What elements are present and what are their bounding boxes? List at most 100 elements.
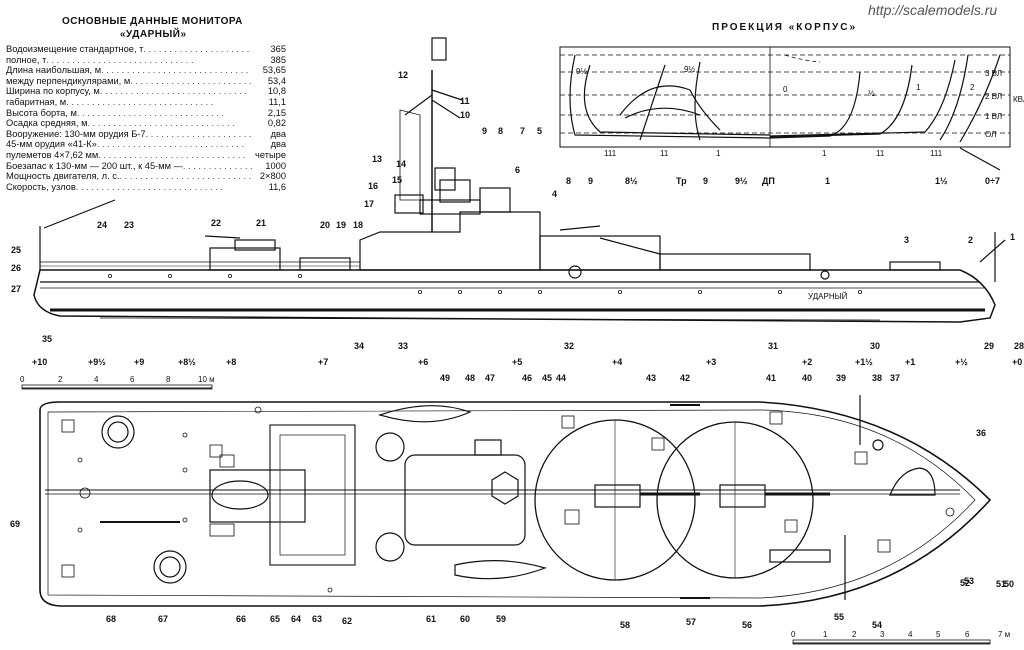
station-mark: +10 bbox=[32, 357, 47, 367]
plan-view-callout: 54 bbox=[872, 620, 882, 630]
side-view-callout: 23 bbox=[124, 220, 134, 230]
specs-title: ОСНОВНЫЕ ДАННЫЕ МОНИТОРА bbox=[62, 16, 243, 27]
plan-view-callout: 48 bbox=[465, 373, 475, 383]
station-mark: +6 bbox=[418, 357, 428, 367]
body-plan-station: 1½ bbox=[935, 176, 948, 186]
body-plan-section-label: 11 bbox=[876, 149, 885, 158]
station-mark: +9 bbox=[134, 357, 144, 367]
side-view-callout: 20 bbox=[320, 220, 330, 230]
station-mark: +8½ bbox=[178, 357, 196, 367]
side-view-callout: 10 bbox=[460, 110, 470, 120]
side-view-callout: 17 bbox=[364, 199, 374, 209]
body-plan-station: 9½ bbox=[735, 176, 748, 186]
spec-value: 0,82 bbox=[267, 118, 286, 129]
station-mark: +8 bbox=[226, 357, 236, 367]
plan-view-callout: 61 bbox=[426, 614, 436, 624]
spec-leader: . . . . . . . . . . . . . . . . . . . . … bbox=[75, 181, 223, 192]
spec-row: Водоизмещение стандартное, т . . . . . .… bbox=[6, 44, 286, 55]
spec-row: Длина наибольшая, м . . . . . . . . . . … bbox=[6, 65, 286, 76]
scale-bottom-label: 0 bbox=[791, 630, 796, 639]
scale-top-label: 6 bbox=[130, 375, 135, 384]
spec-value: 11,1 bbox=[268, 96, 286, 107]
plan-view-callout: 44 bbox=[556, 373, 566, 383]
plan-view-callout: 67 bbox=[158, 614, 168, 624]
spec-leader: . . . . . . . . . . . . . . . . . . . . … bbox=[130, 75, 252, 86]
spec-row: Осадка средняя, м . . . . . . . . . . . … bbox=[6, 118, 286, 129]
spec-label: Водоизмещение стандартное, т bbox=[6, 44, 144, 54]
body-plan bbox=[559, 46, 1011, 171]
plan-view-callout: 43 bbox=[646, 373, 656, 383]
station-mark: +0 bbox=[1012, 357, 1022, 367]
side-view-callout: 21 bbox=[256, 218, 266, 228]
spec-row: Высота борта, м . . . . . . . . . . . . … bbox=[6, 108, 286, 119]
plan-view-callout: 66 bbox=[236, 614, 246, 624]
side-view-callout: 34 bbox=[354, 341, 364, 351]
body-plan-station: 9 bbox=[703, 176, 708, 186]
plan-view-callout: 40 bbox=[802, 373, 812, 383]
specs-subtitle: «УДАРНЫЙ» bbox=[120, 29, 187, 40]
spec-leader: . . . . . . . . . . . . . . . . . . . . … bbox=[46, 54, 194, 65]
scale-bottom-label: 3 bbox=[880, 630, 885, 639]
body-plan-station: Тр bbox=[676, 176, 687, 186]
station-mark: +7 bbox=[318, 357, 328, 367]
plan-view-callout: 49 bbox=[440, 373, 450, 383]
side-view-callout: 16 bbox=[368, 181, 378, 191]
specs-table: Водоизмещение стандартное, т . . . . . .… bbox=[6, 44, 286, 192]
watermark-url: http://scalemodels.ru bbox=[868, 2, 998, 18]
body-plan-section-label: 1 bbox=[822, 149, 827, 158]
spec-leader: . . . . . . . . . . . . . . . . . . . . … bbox=[145, 128, 252, 139]
side-view-callout: 27 bbox=[11, 284, 21, 294]
scale-bottom-label: 7 м bbox=[998, 630, 1010, 639]
scale-top-label: 4 bbox=[94, 375, 99, 384]
body-plan-station: ДП bbox=[762, 176, 775, 186]
scale-bar-top bbox=[21, 384, 213, 390]
plan-view-callout: 52 bbox=[960, 578, 970, 588]
spec-row: Боезапас к 130-мм — 200 шт., к 45-мм — .… bbox=[6, 161, 286, 172]
spec-leader: . . . . . . . . . . . . . . . . . . . . … bbox=[87, 118, 235, 129]
plan-view-callout: 36 bbox=[976, 428, 986, 438]
plan-view-callout: 41 bbox=[766, 373, 776, 383]
scale-top-label: 8 bbox=[166, 375, 171, 384]
spec-value: 385 bbox=[270, 54, 286, 65]
scale-bottom-label: 5 bbox=[936, 630, 941, 639]
plan-view-callout: 47 bbox=[485, 373, 495, 383]
side-view-callout: 13 bbox=[372, 154, 382, 164]
spec-value: 53,65 bbox=[262, 65, 286, 76]
body-plan-section-label: 11 bbox=[660, 149, 669, 158]
plan-view-callout: 46 bbox=[522, 373, 532, 383]
spec-label: полное, т bbox=[6, 54, 47, 65]
spec-row: пулеметов 4×7,62 мм . . . . . . . . . . … bbox=[6, 150, 286, 161]
station-mark: +1 bbox=[905, 357, 915, 367]
spec-leader: . . . . . . . . . . . . . . . . . . . . … bbox=[143, 44, 252, 54]
plan-view-callout: 56 bbox=[742, 620, 752, 630]
side-view-callout: 1 bbox=[1010, 232, 1015, 242]
side-view-callout: 11 bbox=[460, 96, 470, 106]
spec-leader: . . . . . . . . . . . . . . . . . . . . … bbox=[119, 171, 252, 182]
spec-label: Мощность двигателя, л. с. bbox=[6, 171, 120, 182]
plan-view-callout: 68 bbox=[106, 614, 116, 624]
spec-row: Мощность двигателя, л. с. . . . . . . . … bbox=[6, 171, 286, 182]
side-view-callout: 26 bbox=[11, 263, 21, 273]
body-plan-station: 8 bbox=[566, 176, 571, 186]
body-plan-section-label: 9½ bbox=[576, 67, 587, 76]
plan-view-callout: 53 bbox=[964, 576, 974, 586]
plan-view bbox=[39, 395, 992, 607]
side-view-callout: 8 bbox=[498, 126, 503, 136]
station-mark: +4 bbox=[612, 357, 622, 367]
spec-label: габаритная, м bbox=[6, 96, 67, 107]
plan-view-callout: 42 bbox=[680, 373, 690, 383]
spec-label: между перпендикулярами, м bbox=[6, 75, 131, 86]
side-view-callout: 18 bbox=[353, 220, 363, 230]
spec-value: 53,4 bbox=[267, 75, 286, 86]
body-plan-section-label: 2 bbox=[970, 83, 975, 92]
body-plan-section-label: 9½ bbox=[684, 65, 695, 74]
side-view-callout: 6 bbox=[515, 165, 520, 175]
side-view-callout: 7 bbox=[520, 126, 525, 136]
spec-leader: . . . . . . . . . . . . . . . . . . . . … bbox=[66, 96, 214, 107]
side-view-callout: 2 bbox=[968, 235, 973, 245]
spec-label: пулеметов 4×7,62 мм bbox=[6, 149, 99, 160]
scale-bar-bottom bbox=[792, 639, 991, 645]
body-plan-section-label: 0 bbox=[783, 85, 788, 94]
spec-row: Вооружение: 130-мм орудия Б-7 . . . . . … bbox=[6, 129, 286, 140]
